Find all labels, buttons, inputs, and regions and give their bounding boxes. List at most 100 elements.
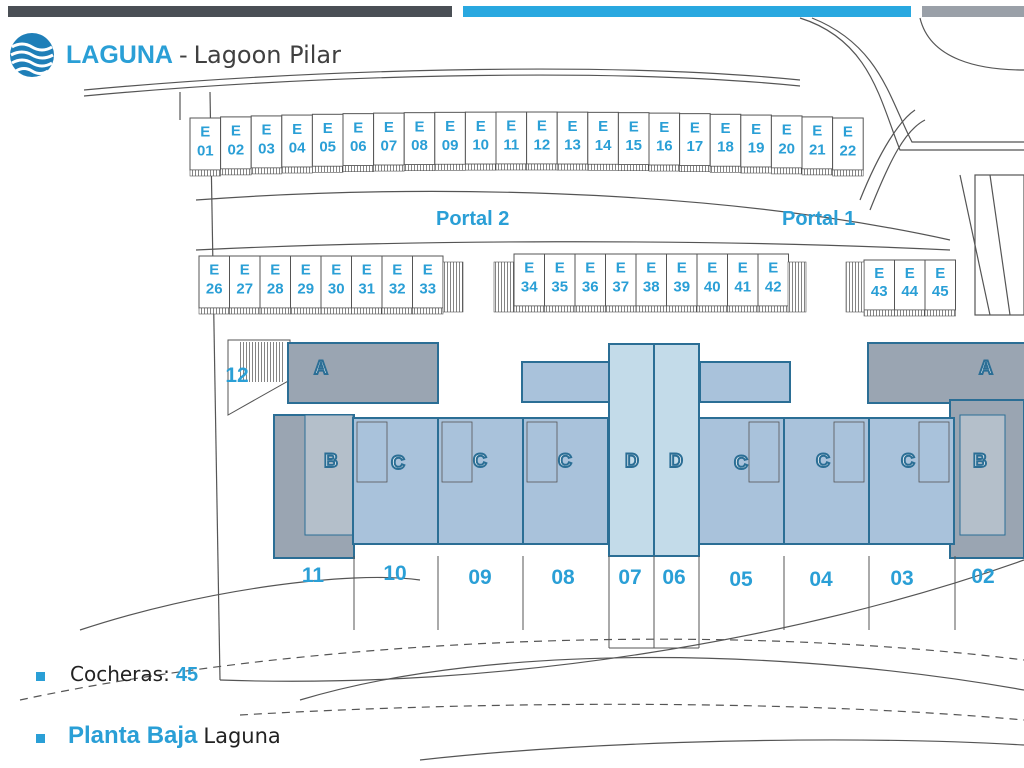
storage-number: 22 — [840, 142, 857, 159]
storage-unit: E39 — [666, 253, 698, 313]
storage-unit: E04 — [281, 114, 313, 174]
storage-unit: E45 — [924, 259, 956, 317]
storage-unit: E36 — [574, 253, 606, 313]
storage-number: 31 — [358, 280, 375, 297]
storage-prefix: E — [629, 118, 639, 135]
unit-letter: C — [558, 451, 572, 472]
storage-number: 41 — [734, 278, 751, 295]
storage-number: 34 — [521, 278, 538, 295]
storage-unit: E02 — [220, 116, 252, 176]
storage-prefix: E — [555, 260, 565, 277]
storage-prefix: E — [506, 118, 516, 135]
storage-number: 26 — [206, 280, 223, 297]
storage-unit: E 13 — [556, 111, 589, 171]
storage-number: 12 — [534, 136, 551, 153]
storage-unit: E06 — [342, 113, 375, 172]
parcels — [353, 556, 956, 649]
title-separator: - — [178, 41, 188, 69]
storage-number: 33 — [419, 280, 436, 297]
storage-number: 44 — [901, 283, 918, 300]
storage-number: 02 — [228, 141, 245, 158]
unit-letter: B — [324, 451, 338, 472]
storage-unit: E29 — [290, 255, 322, 315]
top-bar-blue — [463, 6, 911, 17]
storage-unit: E38 — [635, 253, 667, 313]
storage-unit: E20 — [770, 115, 803, 175]
storage-prefix: E — [616, 260, 626, 277]
storage-number: 36 — [582, 278, 599, 295]
parcel-number: 03 — [890, 567, 913, 590]
brand-title: LAGUNA — [66, 40, 173, 69]
storage-prefix: E — [353, 119, 363, 136]
storage-unit: E 10 — [464, 111, 497, 171]
unit-letter: C — [473, 451, 487, 472]
storage-prefix: E — [812, 123, 822, 140]
parking-label: Cocheras: — [70, 662, 170, 686]
storage-prefix: E — [423, 262, 433, 279]
storage-unit: E33 — [412, 255, 444, 315]
storage-prefix: E — [585, 260, 595, 277]
parking-count: 45 — [175, 664, 199, 686]
storage-prefix: E — [935, 265, 945, 282]
storage-unit: E26 — [198, 255, 230, 315]
storage-prefix: E — [905, 265, 915, 282]
storage-unit: E 18 — [709, 113, 742, 173]
storage-number: 39 — [673, 278, 690, 295]
storage-unit: E12 — [526, 111, 558, 171]
storage-unit: E08 — [403, 112, 436, 171]
storage-unit: E21 — [801, 116, 834, 176]
storage-prefix: E — [524, 260, 534, 277]
storage-unit: E34 — [513, 253, 545, 313]
storage-number: 37 — [612, 278, 629, 295]
storage-prefix: E — [646, 260, 656, 277]
storage-number: 08 — [411, 137, 428, 154]
storage-number: 42 — [765, 278, 782, 295]
parcel-number: 05 — [729, 568, 753, 591]
storage-unit: E14 — [587, 111, 619, 171]
portal-2-label: Portal 2 — [436, 208, 509, 230]
storage-unit: E40 — [696, 253, 728, 313]
storage-number: 10 — [472, 137, 489, 154]
top-bar-dark — [8, 6, 452, 17]
storage-unit: E22 — [832, 117, 864, 177]
storage-number: 43 — [871, 283, 888, 300]
storage-unit: E44 — [894, 259, 926, 317]
parcel-number: 11 — [302, 564, 325, 587]
parking-note: Cocheras:45 — [70, 662, 198, 687]
storage-prefix: E — [331, 262, 341, 279]
storage-number: 21 — [809, 141, 826, 158]
storage-unit: E42 — [757, 253, 789, 313]
storage-prefix: E — [301, 262, 311, 279]
storage-prefix: E — [209, 262, 219, 279]
parcel-number: 08 — [551, 566, 575, 589]
storage-unit: E16 — [648, 112, 681, 172]
storage-unit: E41 — [727, 253, 759, 313]
storage-prefix: E — [720, 120, 730, 137]
storage-number: 09 — [442, 137, 459, 154]
storage-unit: E27 — [229, 255, 261, 315]
storage-prefix: E — [292, 121, 302, 138]
storage-unit: E37 — [605, 253, 637, 313]
storage-number: 01 — [197, 142, 214, 159]
unit-letter: C — [816, 451, 830, 472]
parcel-number: 04 — [809, 568, 833, 591]
floor-label: Planta Baja — [68, 722, 198, 749]
storage-number: 45 — [932, 283, 949, 300]
storage-prefix: E — [567, 118, 577, 135]
portal-1-label: Portal 1 — [782, 208, 855, 230]
storage-prefix: E — [537, 118, 547, 135]
storage-unit: E03 — [250, 115, 283, 175]
storage-prefix: E — [598, 118, 608, 135]
storage-prefix: E — [751, 121, 761, 138]
storage-number: 13 — [564, 137, 581, 154]
parcel-number: 07 — [618, 566, 641, 589]
storage-prefix: E — [476, 118, 486, 135]
bullet-icon — [36, 734, 45, 743]
storage-prefix: E — [677, 260, 687, 277]
storage-prefix: E — [231, 123, 241, 140]
storage-number: 18 — [717, 139, 734, 156]
storage-number: 15 — [625, 137, 642, 154]
storage-prefix: E — [690, 119, 700, 136]
